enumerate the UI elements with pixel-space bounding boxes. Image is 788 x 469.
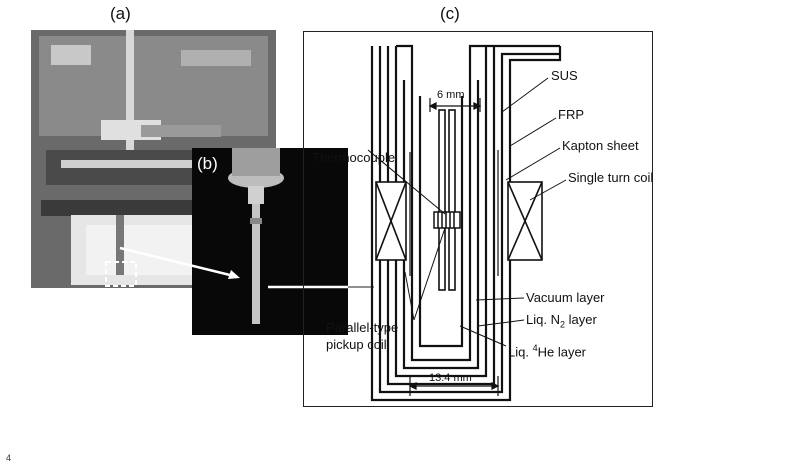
- panel-label-b: (b): [197, 154, 218, 173]
- sus-wall-4: [394, 44, 560, 378]
- sample-rod-right: [448, 109, 456, 291]
- helium-well: [410, 88, 472, 362]
- sus-wall-2: [378, 46, 560, 394]
- photo-probe-drawing: [192, 148, 348, 335]
- label-vacuum-layer: Vacuum layer: [526, 290, 605, 305]
- label-lhe-layer: Liq. 4He layer: [508, 343, 587, 360]
- photo-probe: [192, 148, 348, 335]
- label-kapton-sheet: Kapton sheet: [562, 138, 639, 153]
- panel-label-c: (c): [440, 4, 460, 23]
- label-sus: SUS: [551, 68, 578, 83]
- footnote-marker: 4: [6, 453, 12, 463]
- label-single-turn-coil: Single turn coil: [568, 170, 654, 185]
- photo-apparatus: [31, 30, 276, 288]
- panel-label-a: (a): [110, 4, 131, 23]
- panel-c-frame: [303, 31, 653, 407]
- dimension-outer-label: 13.4 mm: [429, 372, 472, 384]
- pickup-coil-cluster: [433, 211, 461, 229]
- label-pickup-coil-line2: pickup coil: [326, 337, 387, 352]
- label-frp: FRP: [558, 107, 584, 122]
- label-pickup-coil-line1: Parallel-type: [326, 320, 399, 335]
- label-thermocouple: Thermocouple: [312, 150, 396, 165]
- sample-rod-left: [438, 109, 446, 291]
- sample-space: [418, 96, 464, 348]
- label-ln2-layer: Liq. N2 layer: [526, 312, 597, 330]
- dimension-inner-label: 6 mm: [437, 89, 465, 101]
